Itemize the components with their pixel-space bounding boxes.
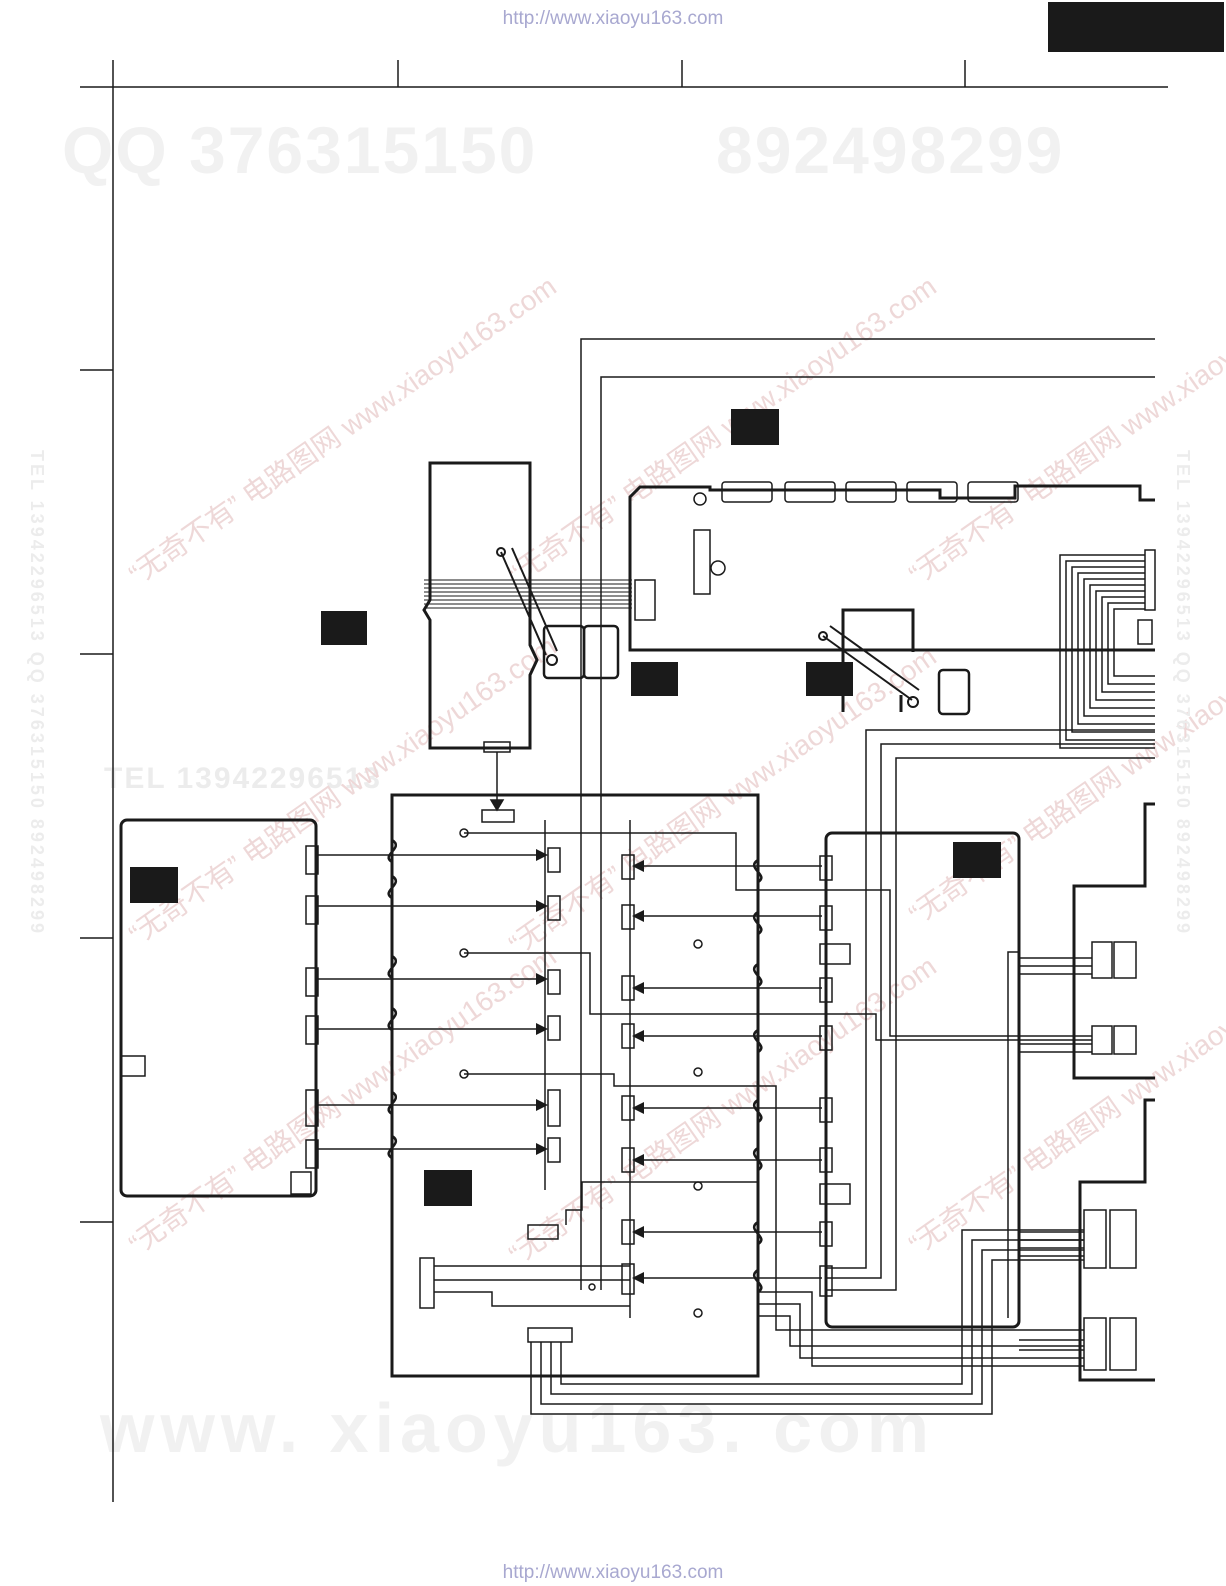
right-to-main-arrows[interactable] — [638, 865, 822, 1279]
cable-strip-board — [422, 461, 539, 750]
amplifier-board-left — [119, 818, 318, 1198]
label-block-center-1 — [631, 662, 678, 696]
far-right-terminals — [1083, 941, 1137, 1371]
watermark-side-right: TEL 13942296513 QQ 376315150 892498299 — [1173, 450, 1193, 936]
right-arrow-heads — [632, 860, 644, 1284]
watermark-qq: QQ 376315150 — [62, 113, 538, 187]
url-bottom[interactable]: http://www.xiaoyu163.com — [502, 1562, 724, 1583]
url-top[interactable]: http://www.xiaoyu163.com — [502, 8, 724, 29]
watermark-tel: TEL 13942296513 — [104, 762, 382, 795]
right-board-connectors — [819, 855, 851, 1297]
cable-strip-wires — [424, 579, 632, 609]
top-board-connectors — [634, 481, 1019, 621]
top-main-board — [628, 484, 1155, 712]
right-board — [824, 831, 1021, 1329]
top-cable-frame — [580, 338, 1155, 1290]
watermark-side-left: TEL 13942296513 QQ 376315150 892498299 — [27, 450, 47, 936]
page-corner-block — [1048, 2, 1224, 52]
flex-cable-center — [818, 625, 971, 716]
far-right-boards — [1072, 802, 1155, 1382]
label-block-center-2 — [806, 662, 853, 696]
watermark-qq-2: 892498299 — [716, 113, 1065, 187]
amp-to-main-arrows[interactable] — [318, 854, 540, 1150]
amp-arrow-heads — [536, 849, 548, 1155]
label-block-right — [953, 842, 1001, 878]
label-block-amp — [130, 867, 178, 903]
label-block-bottom — [424, 1170, 472, 1206]
flex-cable-left — [496, 547, 620, 680]
inter-board-wiring — [434, 729, 1155, 1415]
main-board-center — [390, 793, 760, 1378]
watermark-www: www. xiaoyu163. com — [100, 1389, 936, 1467]
label-blocks — [130, 409, 1001, 1206]
amp-connectors — [120, 845, 319, 1195]
frame-grid — [80, 60, 1168, 1502]
right-top-harness — [1059, 549, 1156, 749]
strip-to-main — [481, 741, 515, 823]
label-block-main — [731, 409, 779, 445]
label-block-left — [321, 611, 367, 645]
main-board-ribs — [387, 838, 763, 1294]
main-board-internals — [419, 820, 703, 1343]
